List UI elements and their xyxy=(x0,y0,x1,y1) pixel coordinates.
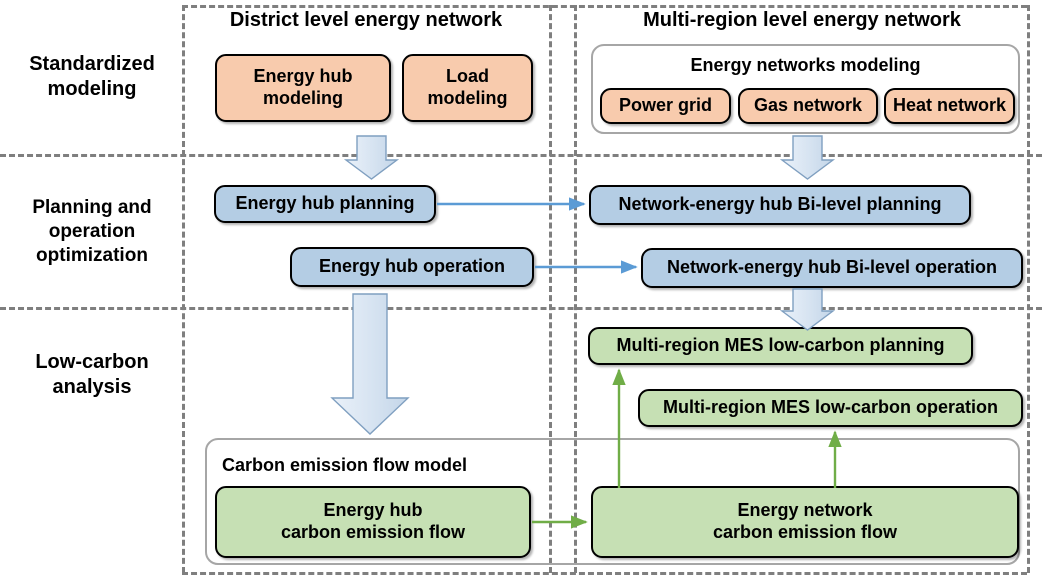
node-energy-hub-carbon-emission-flow[interactable]: Energy hub carbon emission flow xyxy=(215,486,531,558)
node-gas-network[interactable]: Gas network xyxy=(738,88,878,124)
node-multi-region-mes-low-carbon-planning[interactable]: Multi-region MES low-carbon planning xyxy=(588,327,973,365)
region-border-bottom xyxy=(182,572,1027,575)
region-divider-left-vertical xyxy=(182,5,185,573)
region-divider-mid-vertical-b xyxy=(574,5,577,573)
row-label-low-carbon-analysis: Low-carbon analysis xyxy=(35,351,149,398)
column-title-district-level: District level energy network xyxy=(229,9,503,31)
region-divider-right-vertical xyxy=(1027,5,1030,573)
column-title-multi-region-level: Multi-region level energy network xyxy=(643,9,961,31)
row-label-planning-operation-optimization: Planning and operation optimization xyxy=(32,197,152,266)
group-carbon-emission-flow-model xyxy=(205,438,1020,565)
node-energy-network-carbon-emission-flow[interactable]: Energy network carbon emission flow xyxy=(591,486,1019,558)
group-title-energy-networks-modeling: Energy networks modeling xyxy=(690,55,921,75)
region-divider-mid-vertical-a xyxy=(549,5,552,573)
block-arrow-planning-to-lowcarbon-left xyxy=(330,293,410,435)
block-arrow-modeling-to-planning-right xyxy=(779,135,836,180)
block-arrow-modeling-to-planning-left xyxy=(343,135,400,180)
node-power-grid[interactable]: Power grid xyxy=(600,88,731,124)
region-border-top xyxy=(182,5,1027,8)
node-multi-region-mes-low-carbon-operation[interactable]: Multi-region MES low-carbon operation xyxy=(638,389,1023,427)
node-load-modeling[interactable]: Load modeling xyxy=(402,54,533,122)
row-label-standardized-modeling: Standardized modeling xyxy=(29,53,155,100)
node-energy-hub-operation[interactable]: Energy hub operation xyxy=(290,247,534,287)
node-network-energy-hub-bi-level-planning[interactable]: Network-energy hub Bi-level planning xyxy=(589,185,971,225)
group-energy-networks-modeling xyxy=(591,44,1020,134)
node-heat-network[interactable]: Heat network xyxy=(884,88,1015,124)
node-energy-hub-planning[interactable]: Energy hub planning xyxy=(214,185,436,223)
region-divider-row2-row3 xyxy=(0,307,1042,310)
group-title-carbon-emission-flow-model: Carbon emission flow model xyxy=(222,455,468,475)
region-divider-row1-row2 xyxy=(0,154,1042,157)
node-energy-hub-modeling[interactable]: Energy hub modeling xyxy=(215,54,391,122)
node-network-energy-hub-bi-level-operation[interactable]: Network-energy hub Bi-level operation xyxy=(641,248,1023,288)
